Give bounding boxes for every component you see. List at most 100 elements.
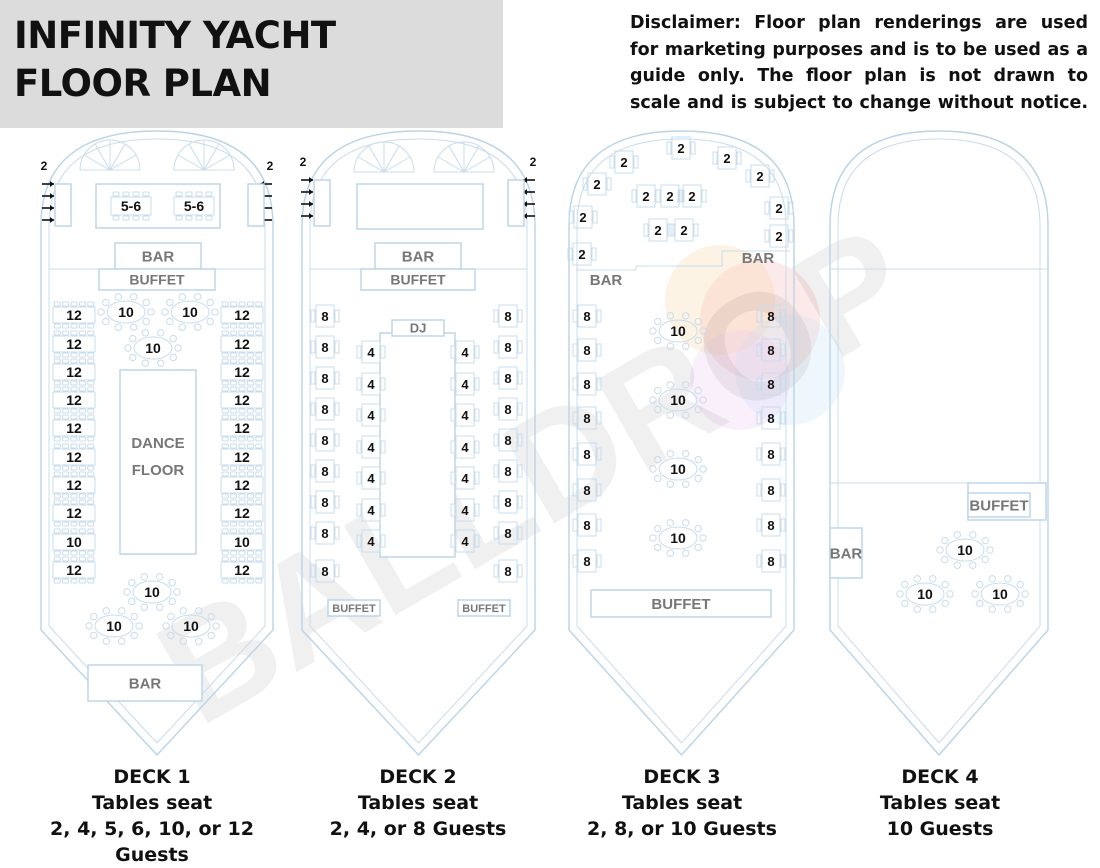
seat-count: 2	[723, 151, 730, 166]
chair	[87, 408, 95, 414]
deck-1-bow-bench-right	[247, 183, 265, 227]
dance-floor-label: FLOOR	[132, 462, 185, 479]
chair	[62, 550, 70, 556]
chair	[764, 229, 770, 243]
chair	[699, 327, 707, 335]
table-top	[658, 388, 698, 412]
seat-count: 8	[321, 526, 328, 541]
seat-count: 12	[234, 420, 250, 436]
table-top	[173, 196, 215, 216]
seat-count: 12	[234, 505, 250, 521]
deck-1-table-left: 12	[52, 358, 96, 386]
seat-count: 8	[321, 402, 328, 417]
chair	[941, 580, 949, 589]
chair	[246, 471, 254, 477]
chair	[87, 443, 95, 449]
table-top	[750, 164, 770, 188]
chair	[78, 521, 86, 527]
chair	[238, 578, 246, 584]
chair	[162, 622, 170, 630]
chair	[310, 371, 316, 385]
chair	[474, 440, 480, 454]
chair	[78, 550, 86, 556]
table-top	[110, 196, 152, 216]
chair	[756, 554, 762, 568]
deck-2-table-left: 8	[310, 490, 340, 514]
chair	[981, 555, 989, 564]
chair	[572, 554, 578, 568]
chair	[901, 599, 909, 608]
chair	[246, 358, 254, 364]
chair	[334, 402, 340, 416]
table-top	[455, 498, 475, 522]
deck-1-table-right: 12	[220, 499, 264, 527]
deck-2-table-right: 8	[493, 490, 523, 514]
deck-2-dj-booth: DJ	[391, 319, 445, 337]
deck-4-bar: BAR	[829, 527, 863, 579]
chair	[953, 561, 961, 569]
stair-arc	[433, 141, 495, 173]
table-top	[761, 304, 781, 328]
deck-2-table-left: 8	[310, 521, 340, 545]
chair	[756, 518, 762, 532]
chair	[62, 386, 70, 392]
chair	[941, 555, 949, 564]
disclaimer-line: Disclaimer: Floor plan renderings are us…	[630, 13, 1088, 33]
deck-4-caption: DECK 4 Tables seat 10 Guests	[810, 764, 1070, 842]
chair	[142, 317, 150, 326]
chair	[142, 215, 150, 221]
table-top	[170, 300, 210, 324]
chair	[693, 223, 699, 237]
chair	[53, 471, 61, 477]
chair	[70, 386, 78, 392]
table-top	[761, 406, 781, 430]
chair	[221, 443, 229, 449]
deck-2-table-dj-right: 4	[450, 466, 480, 490]
chair	[169, 334, 177, 343]
deck-1-table-left: 12	[52, 499, 96, 527]
deck-2-table-right: 8	[493, 559, 523, 583]
chair	[70, 414, 78, 420]
seat-count: 8	[504, 464, 511, 479]
deck-1-lounge-table: 5-6	[110, 191, 152, 221]
deck-2-table-dj-right: 4	[450, 340, 480, 364]
chair	[238, 528, 246, 534]
chair	[246, 550, 254, 556]
chair	[238, 436, 246, 442]
chair	[356, 534, 362, 548]
chair	[649, 534, 657, 542]
seat-count: 2	[579, 210, 586, 225]
chair	[654, 543, 662, 552]
table-top	[498, 304, 518, 328]
seat-count: 4	[461, 503, 469, 518]
chair	[255, 556, 263, 562]
deck-2-bow-seating-left: 2	[300, 155, 313, 219]
chair	[334, 433, 340, 447]
seat-count: 5-6	[184, 198, 204, 214]
table-top	[315, 559, 335, 583]
deck-1-round-table: 10	[123, 573, 181, 611]
chair	[141, 329, 149, 337]
chair	[238, 550, 246, 556]
seat-count: 2	[300, 155, 307, 169]
chair	[90, 631, 98, 640]
chair	[167, 631, 175, 640]
chair	[567, 247, 573, 261]
chair	[666, 411, 674, 419]
deck-2-table-left: 8	[310, 428, 340, 452]
deck-2-table-right: 8	[493, 397, 523, 421]
chair	[572, 377, 578, 391]
chair	[310, 433, 316, 447]
chair	[221, 358, 229, 364]
table-top	[636, 184, 656, 208]
chair	[221, 380, 229, 386]
chair	[130, 323, 138, 331]
deck-3-bar-label-right: BAR	[742, 250, 775, 267]
table-top	[52, 363, 96, 381]
chair	[780, 309, 786, 323]
seat-count: 4	[367, 534, 375, 549]
chair	[62, 556, 70, 562]
chair	[53, 578, 61, 584]
hull-outline	[40, 130, 274, 757]
deck-4-buffet-label: BUFFET	[969, 497, 1028, 514]
